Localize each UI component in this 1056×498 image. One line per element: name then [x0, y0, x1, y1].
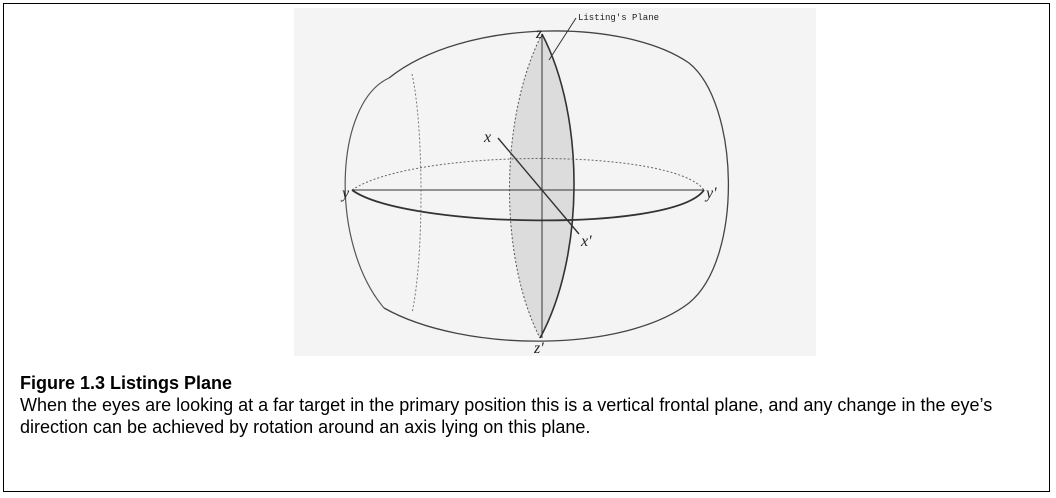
globe-outline — [383, 30, 730, 342]
plane-label-pointer — [548, 17, 577, 61]
equator-front — [351, 189, 705, 222]
x-axis — [497, 137, 580, 235]
figure-frame: Listing's Plane z x y y' x' z' Figure 1.… — [3, 3, 1050, 492]
listings-plane-diagram: Listing's Plane z x y y' x' z' — [294, 8, 816, 356]
y-prime-label: y' — [704, 185, 717, 202]
z-prime-label: z' — [533, 340, 544, 356]
caption-title: Figure 1.3 Listings Plane — [20, 373, 233, 393]
z-label: z — [535, 25, 543, 42]
caption-body: When the eyes are looking at a far targe… — [20, 395, 993, 437]
cornea-outline — [344, 77, 390, 309]
listings-plane-front-edge — [539, 33, 575, 339]
y-label: y — [340, 185, 350, 202]
diagram-svg: Listing's Plane z x y y' x' z' — [294, 8, 816, 356]
figure-caption: Figure 1.3 Listings Plane When the eyes … — [20, 372, 1030, 438]
equator-back — [351, 158, 705, 191]
x-prime-label: x' — [580, 233, 592, 250]
x-label: x — [483, 129, 491, 146]
plane-label: Listing's Plane — [578, 13, 659, 23]
